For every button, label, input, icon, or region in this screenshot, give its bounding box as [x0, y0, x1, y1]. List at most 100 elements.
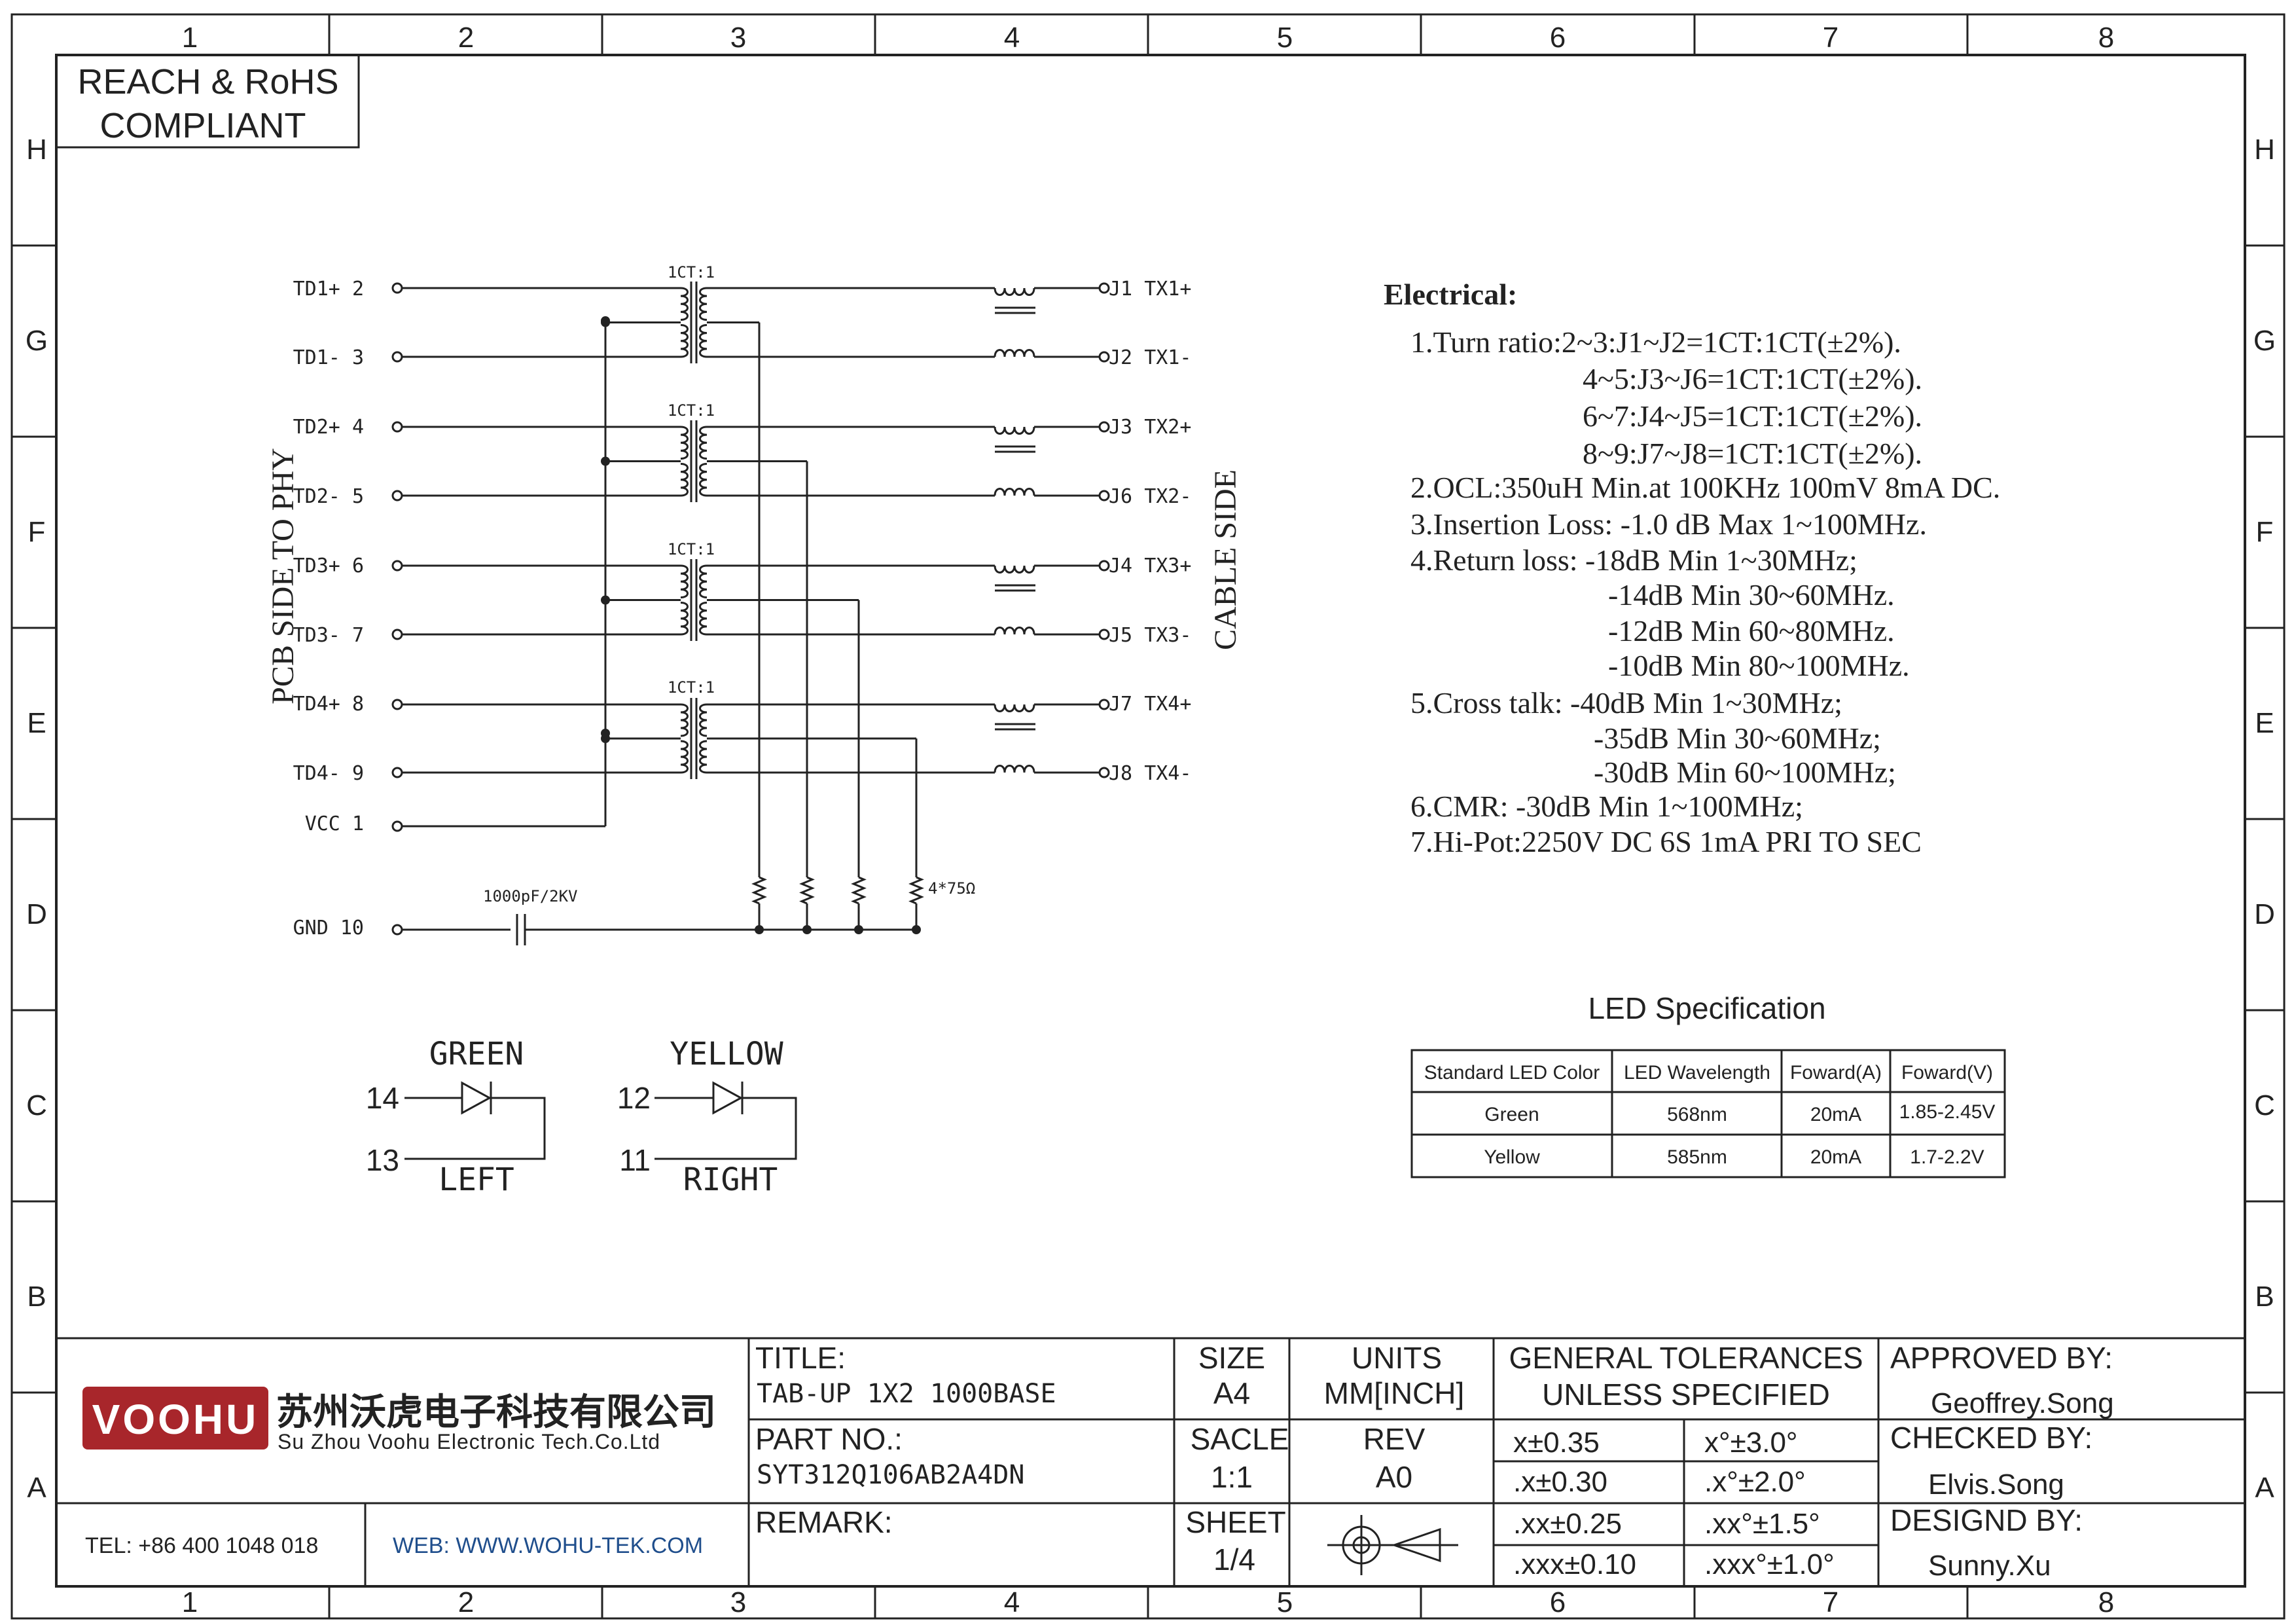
svg-text:J4 TX3+: J4 TX3+ [1109, 555, 1191, 577]
row-label-right: H [2254, 134, 2275, 166]
col-label-bottom: 4 [1004, 1586, 1020, 1618]
led-spec-cell: 1.85-2.45V [1899, 1101, 1996, 1123]
pin-terminal [391, 282, 403, 294]
row-label-right: D [2254, 898, 2275, 930]
tolerance-angular: .xx°±1.5° [1704, 1508, 1820, 1540]
right-pin-name: TX4- [1144, 762, 1191, 785]
choke-coil-icon [994, 488, 1035, 496]
resistor-icon [751, 876, 767, 905]
electrical-spec: Electrical: 1.Turn ratio:2~3:J1~J2=1CT:1… [1384, 278, 2000, 858]
primary-coil-icon [680, 740, 689, 774]
logo-badge [82, 1387, 268, 1450]
pin-terminal [1098, 282, 1110, 294]
right-pin-id: J6 [1109, 485, 1132, 508]
led-spec-header: Standard LED Color [1424, 1062, 1600, 1084]
left-pin-num: 3 [352, 346, 364, 369]
col-label-bottom: 1 [182, 1586, 198, 1618]
svg-text:TD4+ 8: TD4+ 8 [293, 693, 364, 716]
col-label-top: 8 [2098, 22, 2114, 54]
title-value: TAB-UP 1X2 1000BASE [757, 1379, 1056, 1409]
size-label: SIZE [1198, 1341, 1265, 1375]
tolerance-angular: x°±3.0° [1704, 1427, 1798, 1459]
tolerance-linear: .xxx±0.10 [1513, 1548, 1636, 1580]
pin-terminal [391, 560, 403, 572]
left-pin-num: 2 [352, 278, 364, 301]
tolerance-angular: .xxx°±1.0° [1704, 1548, 1835, 1580]
col-label-top: 2 [458, 22, 474, 54]
size-value: A4 [1213, 1376, 1250, 1410]
electrical-heading: Electrical: [1384, 278, 1517, 311]
left-pin-num: 6 [352, 555, 364, 577]
left-pin-name: TD2- [293, 485, 340, 508]
pin-terminal [1098, 490, 1110, 501]
green-led-diode-icon [461, 1081, 492, 1115]
right-pin-name: TX2+ [1144, 416, 1191, 439]
left-pin-name: TD4- [293, 762, 340, 785]
row-label-left: F [28, 516, 46, 548]
yellow-led-diode-icon [712, 1081, 744, 1115]
title-block: VOOHU 苏州沃虎电子科技有限公司 Su Zhou Voohu Electro… [56, 1337, 2245, 1586]
yellow-led-cathode-pin: 11 [619, 1143, 651, 1177]
led-spec-cell: 20mA [1810, 1146, 1861, 1168]
right-pin-name: TX3- [1144, 624, 1191, 647]
company-cn: 苏州沃虎电子科技有限公司 [276, 1391, 716, 1432]
spec-line: -12dB Min 60~80MHz. [1608, 614, 1895, 647]
col-label-bottom: 2 [458, 1586, 474, 1618]
web-link[interactable]: WEB: WWW.WOHU-TEK.COM [393, 1533, 703, 1558]
row-label-left: E [27, 707, 46, 739]
gnd-pin-name: GND [293, 917, 329, 939]
right-pin-id: J7 [1109, 693, 1132, 716]
designed-label: DESIGND BY: [1890, 1503, 2083, 1537]
led-spec-table: LED Specification Standard LED Color LED… [1410, 991, 2006, 1178]
primary-coil-icon [680, 324, 689, 358]
col-label-top: 1 [182, 22, 198, 54]
vcc-pin-name: VCC [305, 812, 340, 835]
secondary-coil-icon [699, 602, 708, 636]
resistor-icon [908, 876, 924, 905]
resistor-icon [799, 876, 815, 905]
left-pin-num: 8 [352, 693, 364, 716]
right-pin-id: J1 [1109, 278, 1132, 301]
secondary-coil-icon [699, 287, 708, 321]
pin-terminal [391, 699, 403, 710]
column-ticks [328, 14, 1969, 1618]
right-pin-id: J8 [1109, 762, 1132, 785]
right-pin-name: TX3+ [1144, 555, 1191, 577]
choke-coil-icon [994, 704, 1035, 712]
primary-coil-icon [680, 602, 689, 636]
checked-value: Elvis.Song [1928, 1468, 2064, 1501]
pin-terminal [1098, 629, 1110, 640]
tolerance-angular: .x°±2.0° [1704, 1466, 1806, 1498]
left-pin-name: TD3+ [293, 555, 340, 577]
choke-coil-icon [994, 765, 1035, 773]
col-label-top: 6 [1550, 22, 1566, 54]
wiring [391, 282, 1110, 945]
sheet-label: SHEET [1185, 1505, 1285, 1539]
right-pin-id: J3 [1109, 416, 1132, 439]
pin-terminal [391, 924, 403, 936]
led-spec-title: LED Specification [1588, 991, 1825, 1025]
svg-text:J3 TX2+: J3 TX2+ [1109, 416, 1191, 439]
company-en: Su Zhou Voohu Electronic Tech.Co.Ltd [278, 1430, 660, 1453]
col-label-bottom: 8 [2098, 1586, 2114, 1618]
green-led-return [404, 1097, 546, 1160]
col-label-top: 5 [1277, 22, 1293, 54]
resistor-label: 4*75Ω [928, 879, 975, 898]
col-label-bottom: 7 [1823, 1586, 1839, 1618]
right-pin-name: TX2- [1144, 485, 1191, 508]
spec-line: 8~9:J7~J8=1CT:1CT(±2%). [1583, 437, 1922, 470]
primary-coil-icon [680, 564, 689, 598]
row-label-left: A [27, 1472, 46, 1504]
row-label-left: G [26, 325, 48, 357]
pin-terminal [1098, 421, 1110, 433]
row-label-left: C [26, 1089, 47, 1122]
col-label-bottom: 3 [730, 1586, 746, 1618]
spec-line: -35dB Min 30~60MHz; [1594, 721, 1881, 755]
left-pin-num: 7 [352, 624, 364, 647]
svg-text:J5 TX3-: J5 TX3- [1109, 624, 1191, 647]
col-label-top: 3 [730, 22, 746, 54]
spec-line: -30dB Min 60~100MHz; [1594, 756, 1896, 789]
sheet-value: 1/4 [1213, 1542, 1255, 1577]
spec-line: -10dB Min 80~100MHz. [1608, 649, 1910, 682]
spec-line: 7.Hi-Pot:2250V DC 6S 1mA PRI TO SEC [1410, 825, 1922, 858]
